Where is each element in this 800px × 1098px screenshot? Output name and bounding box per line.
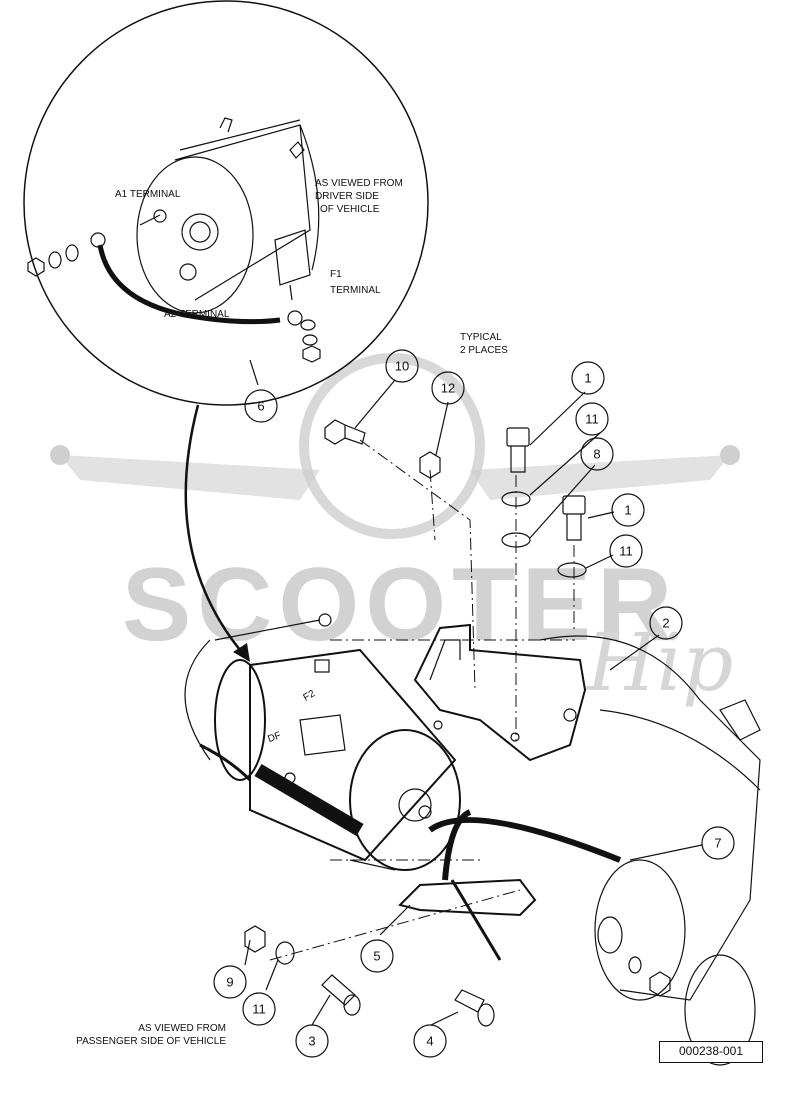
df-label: DF <box>266 730 282 745</box>
a2-terminal-label: A2 TERMINAL <box>164 309 230 320</box>
svg-text:6: 6 <box>257 399 264 414</box>
inset-driver-side-view: A1 TERMINAL A2 TERMINAL F1 TERMINAL AS V… <box>23 0 429 406</box>
watermark: SCOOTER Hip <box>50 353 740 709</box>
svg-text:7: 7 <box>714 836 721 851</box>
callout-11-upper: 11 <box>575 402 609 436</box>
mounting-strap-5 <box>398 878 537 917</box>
reference-number: 000238-001 <box>659 1041 763 1063</box>
inset-view-label-line1: AS VIEWED FROM <box>315 178 403 189</box>
motor: F2 DF <box>214 648 461 871</box>
bolt-4 <box>454 989 495 1027</box>
callout-5: 5 <box>360 939 394 973</box>
callout-11-lower: 11 <box>609 534 643 568</box>
svg-text:8: 8 <box>593 447 600 462</box>
svg-text:3: 3 <box>308 1034 315 1049</box>
inset-view-label-line2: DRIVER SIDE <box>315 191 379 202</box>
svg-text:9: 9 <box>226 975 233 990</box>
typical-note-line1: TYPICAL <box>460 332 502 343</box>
watermark-text: SCOOTER <box>122 547 678 663</box>
svg-text:11: 11 <box>619 544 633 559</box>
typical-note-line2: 2 PLACES <box>460 345 508 356</box>
nut-12 <box>419 451 441 479</box>
a1-terminal-label: A1 TERMINAL <box>115 189 181 200</box>
svg-text:5: 5 <box>373 949 380 964</box>
bolt-10 <box>324 419 366 445</box>
callout-12: 12 <box>431 371 465 405</box>
f2-label: F2 <box>301 688 317 704</box>
callout-1-lower: 1 <box>611 493 645 527</box>
svg-text:10: 10 <box>395 359 409 374</box>
passenger-note-line1: AS VIEWED FROM <box>138 1023 226 1034</box>
callout-8: 8 <box>580 437 614 471</box>
svg-text:12: 12 <box>441 381 455 396</box>
washer-11-lower <box>557 562 587 578</box>
watermark-script: Hip <box>585 616 734 709</box>
callout-7: 7 <box>701 826 735 860</box>
callout-4: 4 <box>413 1024 447 1058</box>
nut-9 <box>244 925 266 953</box>
cable-7 <box>428 817 622 863</box>
callout-3: 3 <box>295 1024 329 1058</box>
svg-text:1: 1 <box>584 371 591 386</box>
svg-text:1: 1 <box>624 503 631 518</box>
leader-lines <box>244 359 703 1026</box>
callout-1-upper: 1 <box>571 361 605 395</box>
passenger-note-line2: PASSENGER SIDE OF VEHICLE <box>76 1036 226 1047</box>
svg-text:2: 2 <box>662 616 669 631</box>
inset-to-motor-arrow <box>184 404 241 651</box>
arrowhead <box>233 643 250 662</box>
callout-11-bottom: 11 <box>242 992 276 1026</box>
f1-terminal-label-line1: F1 <box>330 269 342 280</box>
washer-11-bottom <box>275 941 295 965</box>
bolt-1-lower <box>562 495 586 541</box>
callout-6: 6 <box>244 389 278 423</box>
f1-terminal-label-line2: TERMINAL <box>330 285 381 296</box>
transaxle <box>539 635 761 1066</box>
svg-text:11: 11 <box>585 412 599 427</box>
mounting-bracket-2 <box>413 623 587 762</box>
callout-10: 10 <box>385 349 419 383</box>
callout-9: 9 <box>213 965 247 999</box>
svg-text:4: 4 <box>426 1034 433 1049</box>
svg-text:11: 11 <box>252 1002 266 1017</box>
bolt-3 <box>321 974 361 1016</box>
bolt-1-upper <box>506 427 530 473</box>
callout-2: 2 <box>649 606 683 640</box>
inset-view-label-line3: OF VEHICLE <box>320 204 380 215</box>
